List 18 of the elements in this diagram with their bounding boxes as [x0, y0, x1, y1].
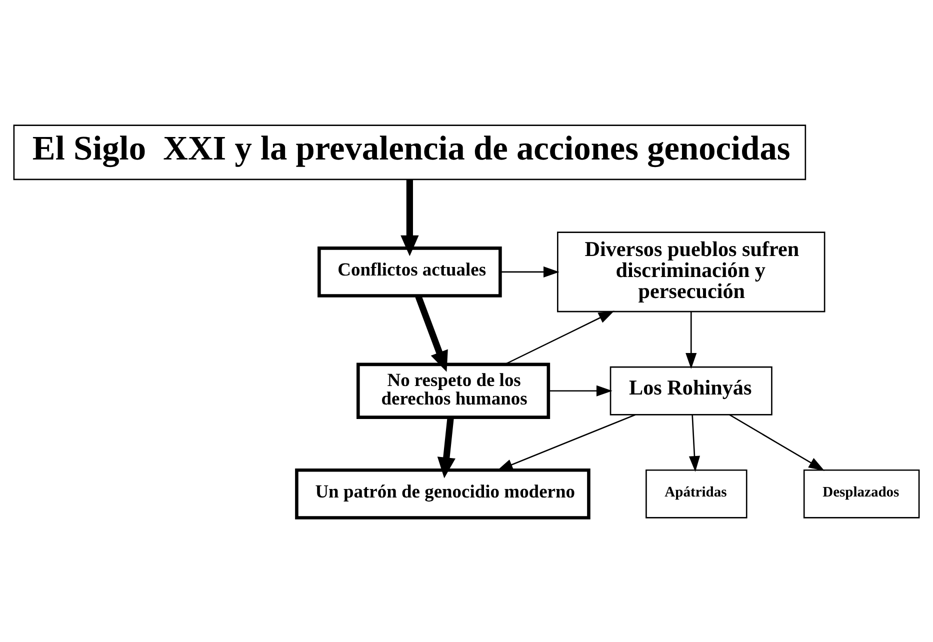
node-box: El Siglo XXI y la prevalencia de acciones genocidas: [13, 124, 806, 180]
arrow: [688, 414, 700, 472]
node-box: Apátridas: [646, 468, 748, 518]
node-box: Conflictos actuales: [318, 246, 502, 297]
arrow: [500, 266, 560, 277]
node-box: Diversos pueblos sufren discriminación y persecución: [557, 231, 826, 312]
arrow: [437, 416, 456, 478]
arrow: [496, 414, 636, 470]
arrow: [504, 310, 614, 364]
node-box: Los Rohinyás: [610, 366, 772, 415]
arrow: [729, 414, 825, 470]
arrow: [415, 294, 448, 372]
node-box: Un patrón de genocidio moderno: [295, 468, 590, 519]
arrow: [686, 311, 697, 368]
arrow: [400, 179, 419, 256]
node-box: Desplazados: [803, 468, 920, 518]
node-box: No respeto de los derechos humanos: [356, 362, 550, 418]
arrow: [548, 384, 612, 396]
